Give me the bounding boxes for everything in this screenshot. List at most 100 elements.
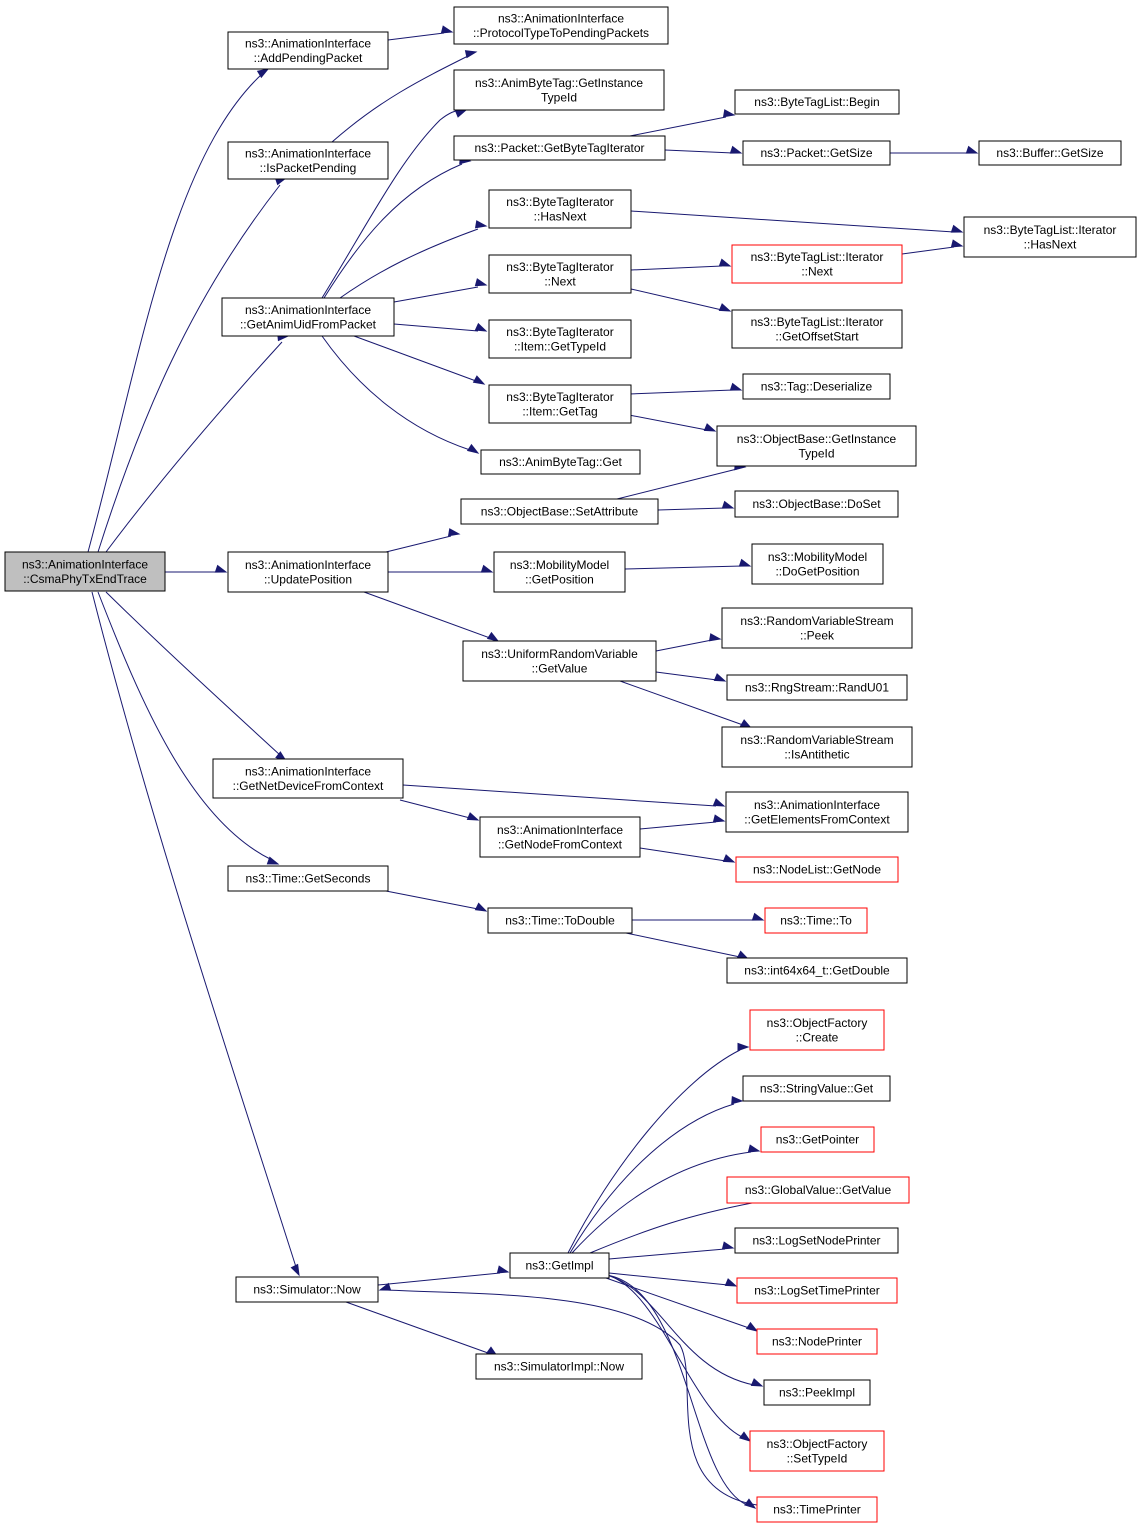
call-edge <box>901 246 955 255</box>
node-timeto[interactable]: ns3::Time::To <box>764 907 868 934</box>
node-label: ns3::ByteTagIterator <box>506 195 613 209</box>
node-label: ns3::AnimationInterface <box>245 146 371 160</box>
node-int64getdouble[interactable]: ns3::int64x64_t::GetDouble <box>726 957 908 984</box>
node-label: ::GetPosition <box>525 572 594 586</box>
call-edge <box>105 591 281 756</box>
node-getnodefc[interactable]: ns3::AnimationInterface::GetNodeFromCont… <box>479 816 641 858</box>
node-peekimpl[interactable]: ns3::PeekImpl <box>763 1379 871 1406</box>
node-doset[interactable]: ns3::ObjectBase::DoSet <box>734 490 899 518</box>
node-getanimuid[interactable]: ns3::AnimationInterface::GetAnimUidFromP… <box>221 297 395 337</box>
call-edge <box>323 163 463 299</box>
node-animbytetagget[interactable]: ns3::AnimByteTag::Get <box>480 449 641 475</box>
node-timesec[interactable]: ns3::Time::GetSeconds <box>227 865 389 892</box>
node-randu01[interactable]: ns3::RngStream::RandU01 <box>726 674 908 701</box>
call-edge <box>353 335 477 382</box>
node-getnetdev[interactable]: ns3::AnimationInterface::GetNetDeviceFro… <box>212 758 404 799</box>
node-label: ns3::Tag::Deserialize <box>761 380 873 394</box>
node-label: ::Next <box>544 274 576 288</box>
node-timetodouble[interactable]: ns3::Time::ToDouble <box>487 907 633 934</box>
node-btlihasnext[interactable]: ns3::ByteTagList::Iterator::HasNext <box>963 216 1137 258</box>
node-box <box>488 319 632 359</box>
arrowhead-icon <box>738 558 752 567</box>
node-tagdeser[interactable]: ns3::Tag::Deserialize <box>742 373 891 400</box>
node-label: ns3::AnimByteTag::GetInstance <box>475 76 643 90</box>
node-rvspeek[interactable]: ns3::RandomVariableStream::Peek <box>721 607 913 649</box>
node-updatepos[interactable]: ns3::AnimationInterface::UpdatePosition <box>227 551 389 593</box>
node-addpending[interactable]: ns3::AnimationInterface::AddPendingPacke… <box>227 31 389 70</box>
node-simnow[interactable]: ns3::Simulator::Now <box>235 1276 379 1303</box>
arrowhead-icon <box>713 673 727 682</box>
arrowhead-icon <box>718 303 732 312</box>
node-btlbegin[interactable]: ns3::ByteTagList::Begin <box>734 89 900 115</box>
node-mobgetpos[interactable]: ns3::MobilityModel::GetPosition <box>493 551 626 593</box>
arrowhead-icon <box>290 1263 300 1277</box>
node-box <box>756 1328 878 1355</box>
node-getbytetagit[interactable]: ns3::Packet::GetByteTagIterator <box>453 135 666 161</box>
node-strvalget[interactable]: ns3::StringValue::Get <box>742 1075 891 1102</box>
node-label: ns3::ObjectFactory <box>767 1016 868 1030</box>
node-nodelistget[interactable]: ns3::NodeList::GetNode <box>735 856 899 883</box>
node-label: ns3::NodePrinter <box>772 1335 862 1349</box>
node-btinext[interactable]: ns3::ByteTagIterator::Next <box>488 254 632 294</box>
node-lognodeprinter[interactable]: ns3::LogSetNodePrinter <box>734 1227 899 1254</box>
arrowhead-icon <box>729 145 743 154</box>
arrowhead-icon <box>214 564 228 573</box>
node-buffergetsize[interactable]: ns3::Buffer::GetSize <box>978 140 1122 166</box>
node-btiitemtid[interactable]: ns3::ByteTagIterator::Item::GetTypeId <box>488 319 632 359</box>
node-box <box>725 791 909 833</box>
node-urvgetvalue[interactable]: ns3::UniformRandomVariable::GetValue <box>462 640 657 682</box>
arrowhead-icon <box>965 145 979 154</box>
node-simimplnow[interactable]: ns3::SimulatorImpl::Now <box>475 1353 643 1380</box>
node-protocoltype[interactable]: ns3::AnimationInterface::ProtocolTypeToP… <box>453 6 669 45</box>
call-edge <box>363 591 491 639</box>
arrowhead-icon <box>724 1278 738 1287</box>
node-btiitemgettag[interactable]: ns3::ByteTagIterator::Item::GetTag <box>488 384 632 424</box>
node-label: ::GetNetDeviceFromContext <box>233 779 384 793</box>
node-mobdogetpos[interactable]: ns3::MobilityModel::DoGetPosition <box>751 543 884 585</box>
node-ispending[interactable]: ns3::AnimationInterface::IsPacketPending <box>227 141 389 180</box>
call-edge <box>387 32 445 41</box>
node-ofcreate[interactable]: ns3::ObjectFactory::Create <box>749 1009 885 1051</box>
node-getimpl[interactable]: ns3::GetImpl <box>509 1252 610 1279</box>
call-edge <box>657 507 726 511</box>
node-logtimeprinter[interactable]: ns3::LogSetTimePrinter <box>736 1277 898 1304</box>
node-gvgetvalue[interactable]: ns3::GlobalValue::GetValue <box>726 1176 910 1204</box>
call-edge <box>624 565 743 570</box>
node-nodeprinter[interactable]: ns3::NodePrinter <box>756 1328 878 1355</box>
arrowhead-icon <box>721 1241 735 1250</box>
call-edge <box>606 1274 743 1438</box>
node-packetgetsize[interactable]: ns3::Packet::GetSize <box>742 140 891 166</box>
call-edge <box>105 341 283 553</box>
arrowhead-icon <box>472 375 486 385</box>
arrowhead-icon <box>731 1095 744 1105</box>
node-timeprinter[interactable]: ns3::TimePrinter <box>756 1496 878 1523</box>
node-box <box>726 674 908 701</box>
node-label: ns3::ObjectFactory <box>767 1437 868 1451</box>
node-rvsanti[interactable]: ns3::RandomVariableStream::IsAntithetic <box>721 726 913 768</box>
call-edge <box>606 1274 748 1506</box>
node-box <box>742 1075 891 1102</box>
call-edge <box>608 1248 726 1260</box>
node-label: ns3::AnimationInterface <box>245 303 371 317</box>
node-label: ns3::Simulator::Now <box>253 1283 361 1297</box>
node-getelems[interactable]: ns3::AnimationInterface::GetElementsFrom… <box>725 791 909 833</box>
node-ofsettypeid[interactable]: ns3::ObjectFactory::SetTypeId <box>749 1430 885 1472</box>
node-btlinext[interactable]: ns3::ByteTagList::Iterator::Next <box>731 244 903 284</box>
call-edge <box>321 335 471 451</box>
node-label: ns3::Packet::GetByteTagIterator <box>474 141 644 155</box>
node-root[interactable]: ns3::AnimationInterface::CsmaPhyTxEndTra… <box>4 551 166 592</box>
call-edge <box>331 55 469 143</box>
arrowhead-icon <box>486 631 500 642</box>
node-box <box>509 1252 610 1279</box>
node-btihasnext[interactable]: ns3::ByteTagIterator::HasNext <box>488 189 632 229</box>
node-label: ns3::AnimationInterface <box>245 558 371 572</box>
node-getpointer[interactable]: ns3::GetPointer <box>760 1126 875 1153</box>
call-edge <box>393 286 479 303</box>
node-btligetoffset[interactable]: ns3::ByteTagList::Iterator::GetOffsetSta… <box>731 309 903 349</box>
node-setattr[interactable]: ns3::ObjectBase::SetAttribute <box>460 498 659 525</box>
call-edge <box>628 414 708 431</box>
node-box <box>235 1276 379 1303</box>
node-box <box>726 957 908 984</box>
